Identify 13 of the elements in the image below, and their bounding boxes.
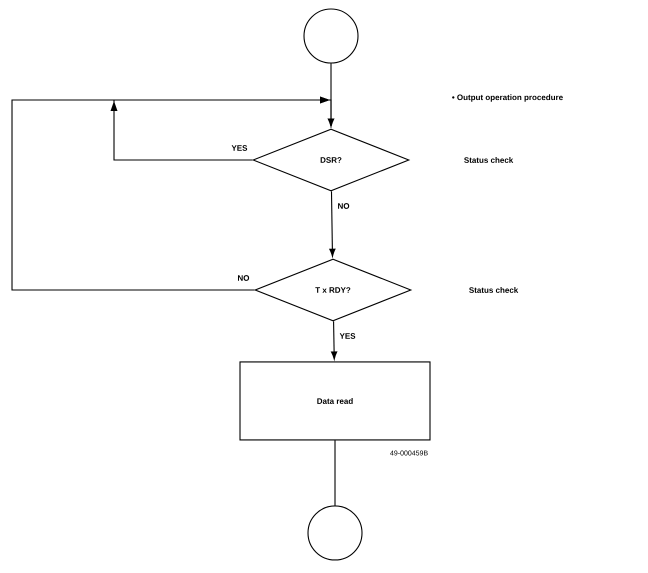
- note-text: • Output operation procedure: [452, 94, 563, 102]
- arrow: [329, 191, 336, 257]
- terminal-circle: [303, 8, 359, 64]
- edge-label: YES: [230, 144, 248, 152]
- process-box: Data read: [239, 361, 431, 441]
- status-label: Status check: [469, 287, 518, 293]
- edge-label: NO: [236, 274, 250, 282]
- status-label: Status check: [464, 157, 514, 163]
- arrow: [11, 96, 334, 291]
- edge-label: NO: [336, 202, 351, 210]
- arrow: [331, 321, 338, 360]
- terminal-circle: [307, 505, 363, 561]
- edge-label: YES: [338, 332, 357, 340]
